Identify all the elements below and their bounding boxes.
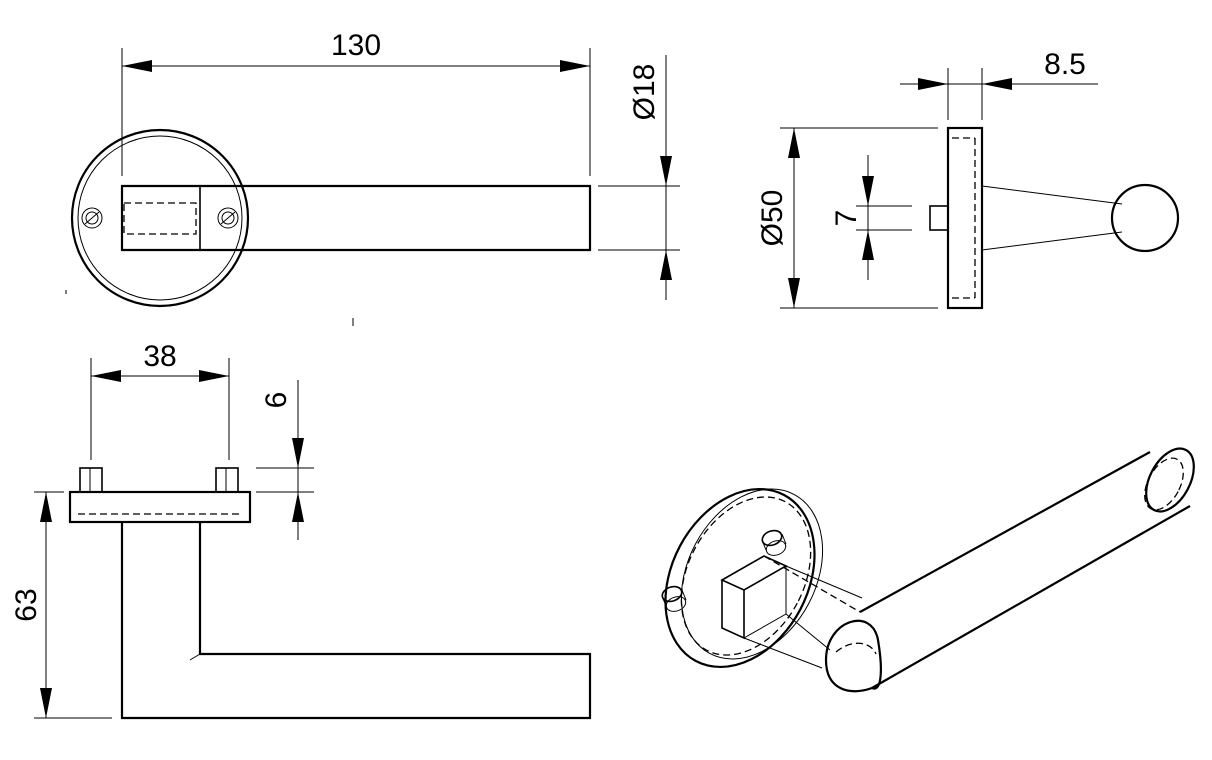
iso-lever-end [1145,447,1195,513]
dim-rose-height: 6 [256,380,314,540]
rose-outer-circle [70,128,250,308]
front-view: 130 Ø18 [70,29,680,308]
lever-end-circle [1110,183,1180,253]
iso-spindle [720,555,788,640]
dim-lever-length: 130 [121,29,591,176]
screw-left [81,207,103,229]
dim-spindle: 7 [830,155,912,280]
dim-label-d18: Ø18 [628,64,661,121]
dim-label-38: 38 [143,340,176,373]
dim-label-7: 7 [830,210,863,227]
spindle-stub [929,205,949,231]
screw-right [217,207,239,229]
dim-lever-diameter: Ø18 [598,55,680,300]
spindle-hidden [123,202,197,235]
dim-lever-projection: 63 [10,491,112,719]
dim-fixing-spacing: 38 [90,340,230,460]
side-view: 8.5 Ø50 7 [756,48,1180,310]
iso-rose-back [680,488,824,660]
dim-label-8-5: 8.5 [1044,48,1086,81]
iso-lever-neck [743,555,863,669]
iso-lever-joint [824,619,882,693]
rose-plate [946,126,984,310]
iso-post-left [661,585,687,612]
iso-post-top [761,529,787,556]
dim-rose-diameter: Ø50 [756,127,938,309]
dim-label-6: 6 [260,392,293,409]
fixing-post-right [215,467,239,493]
isometric-view [661,447,1195,693]
top-view: 38 6 63 [10,340,592,720]
rose-base [68,490,252,524]
iso-rose-front [664,487,816,669]
cone-lower-edge [981,231,1123,251]
dim-label-130: 130 [331,29,381,62]
lever-profile [120,522,592,720]
rose-inner-circle [77,135,243,301]
iso-lever-tube [824,447,1195,693]
dim-rose-thickness: 8.5 [900,48,1098,120]
lever-body [120,184,592,252]
dim-label-63: 63 [10,588,43,621]
fixing-post-left [79,467,103,493]
dim-label-d50: Ø50 [756,190,789,247]
cone-upper-edge [981,185,1123,205]
